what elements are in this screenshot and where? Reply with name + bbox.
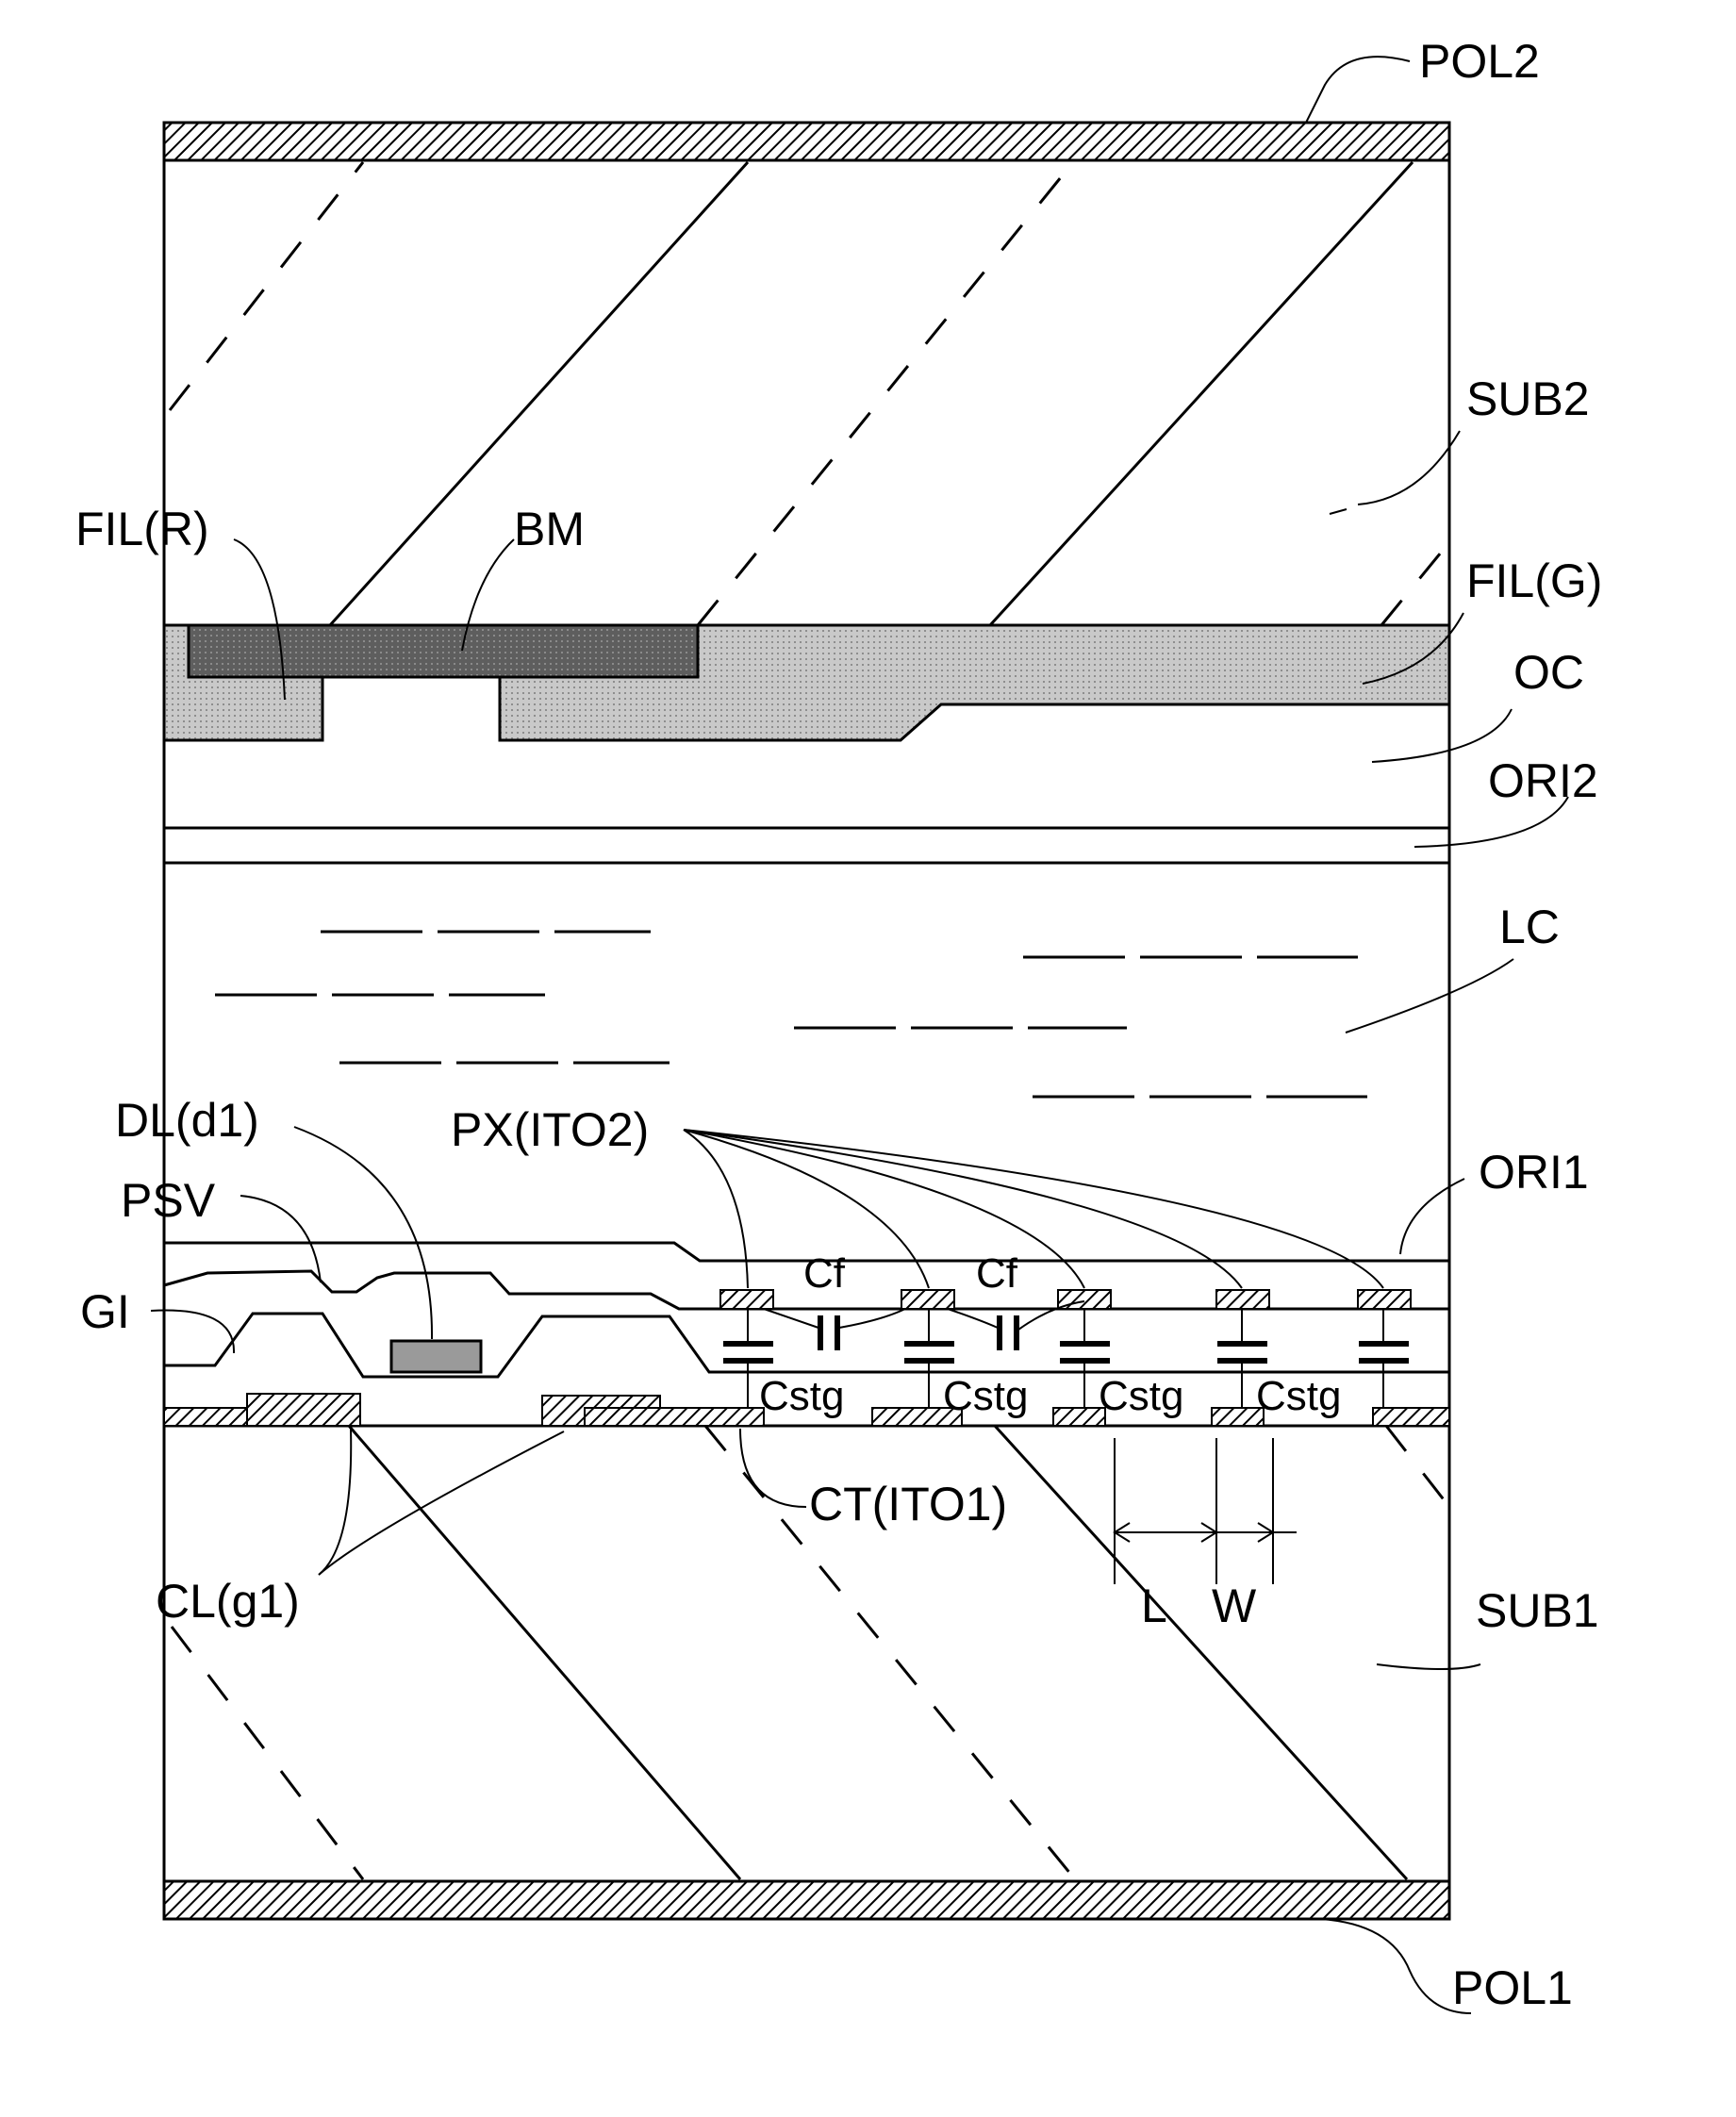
label-lc: LC xyxy=(1499,901,1560,953)
label-pol1: POL1 xyxy=(1452,1961,1573,2014)
label-px: PX(ITO2) xyxy=(451,1103,649,1156)
label-l: L xyxy=(1141,1579,1167,1632)
label-cstg-3: Cstg xyxy=(1099,1373,1183,1419)
upper-substrate-lines xyxy=(170,162,1449,625)
label-cf-2: Cf xyxy=(976,1250,1018,1297)
liquid-crystal-molecules xyxy=(215,932,1367,1097)
label-gi: GI xyxy=(80,1285,130,1338)
label-pol2: POL2 xyxy=(1419,35,1540,88)
label-cl: CL(g1) xyxy=(156,1575,300,1628)
label-cstg-2: Cstg xyxy=(943,1373,1028,1419)
drain-line-electrode xyxy=(391,1341,481,1372)
label-fil-r: FIL(R) xyxy=(75,503,209,555)
label-w: W xyxy=(1212,1579,1257,1632)
label-sub1: SUB1 xyxy=(1476,1584,1599,1637)
label-ct: CT(ITO1) xyxy=(809,1478,1007,1530)
label-dl: DL(d1) xyxy=(115,1094,259,1147)
polarizer-bottom xyxy=(164,1881,1449,1919)
label-cf-1: Cf xyxy=(803,1250,846,1297)
label-oc: OC xyxy=(1513,646,1584,699)
polarizer-top xyxy=(164,123,1449,160)
label-cstg-4: Cstg xyxy=(1256,1373,1341,1419)
label-bm: BM xyxy=(514,503,585,555)
black-matrix xyxy=(189,625,698,677)
label-fil-g: FIL(G) xyxy=(1466,554,1602,607)
label-cstg-1: Cstg xyxy=(759,1373,844,1419)
label-ori2: ORI2 xyxy=(1488,754,1598,807)
label-ori1: ORI1 xyxy=(1479,1146,1589,1199)
leader-lines xyxy=(151,57,1568,2013)
dimension-markers xyxy=(1115,1438,1297,1584)
label-sub2: SUB2 xyxy=(1466,372,1590,425)
label-psv: PSV xyxy=(121,1174,216,1227)
